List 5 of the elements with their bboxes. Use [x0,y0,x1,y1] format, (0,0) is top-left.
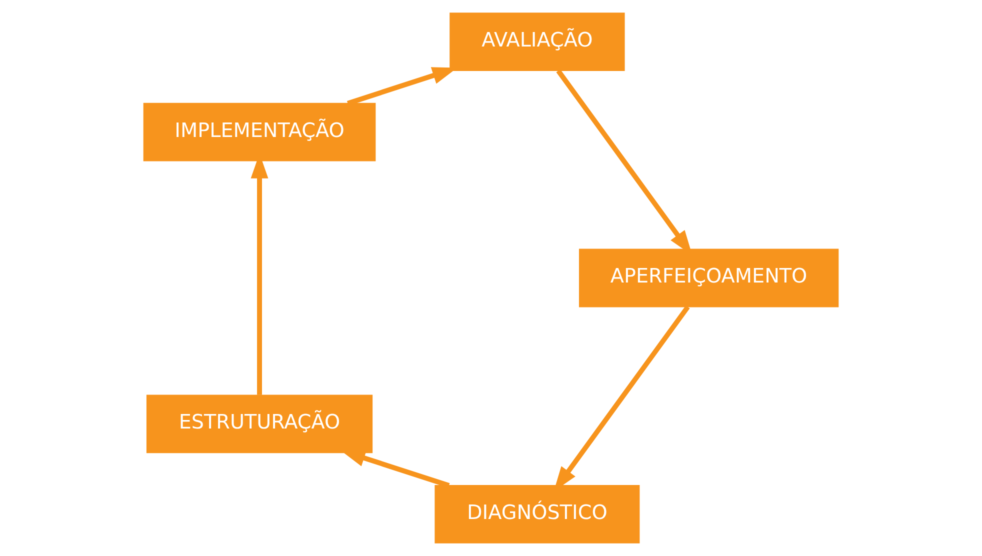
node-box: DIAGNÓSTICO [434,485,640,544]
node-box: APERFEIÇOAMENTO [578,248,839,308]
node-box: IMPLEMENTAÇÃO [143,102,376,162]
node-box: AVALIAÇÃO [450,12,625,71]
node-box: ESTRUTURAÇÃO [146,394,373,454]
